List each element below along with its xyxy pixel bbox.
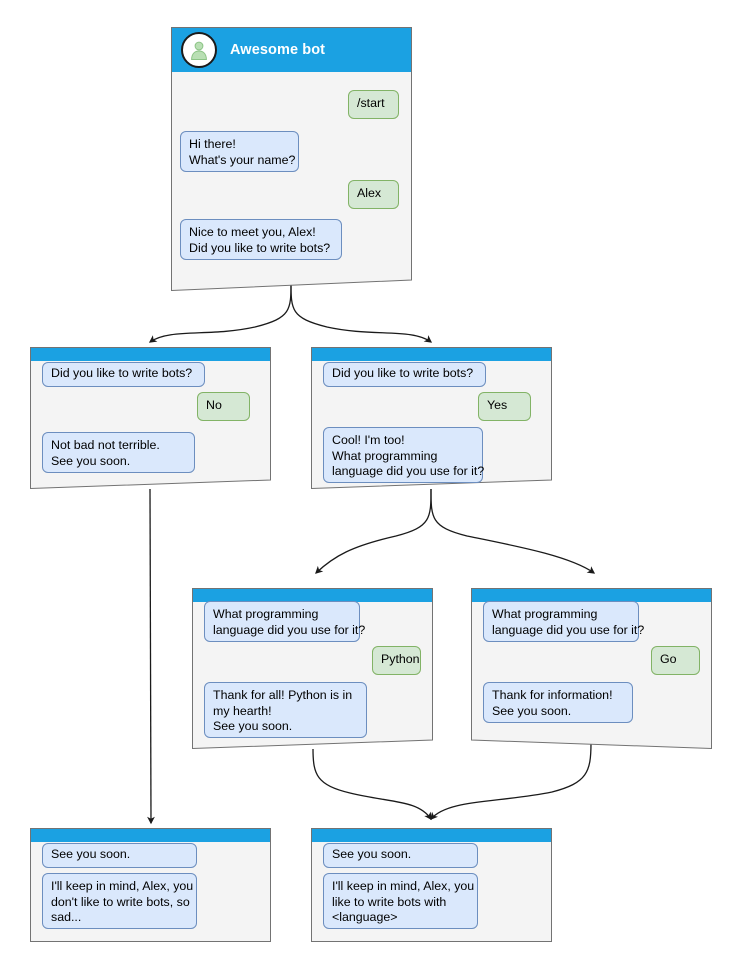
message-bubble-bot: See you soon. <box>42 843 197 868</box>
bot-title: Awesome bot <box>230 42 326 58</box>
message-bubble-user: /start <box>348 90 399 119</box>
person-avatar-icon <box>181 32 217 68</box>
node-titlebar <box>193 589 432 602</box>
message-bubble-bot: See you soon. <box>323 843 478 868</box>
message-bubble-bot: What programming language did you use fo… <box>204 601 365 642</box>
node-titlebar <box>31 829 270 842</box>
node-titlebar <box>312 348 551 361</box>
node-titlebar <box>472 589 711 602</box>
edge-root-to-no <box>148 281 292 343</box>
edge-go-to-end-happy <box>430 742 592 820</box>
message-bubble-bot: Did you like to write bots? <box>42 362 205 387</box>
node-root[interactable]: Awesome bot /start Hi there! What's your… <box>171 27 412 291</box>
message-bubble-bot: Hi there! What's your name? <box>180 131 299 172</box>
message-bubble-bot: I'll keep in mind, Alex, you don't like … <box>42 873 197 929</box>
message-bubble-user: Alex <box>348 180 399 209</box>
message-bubble-user: Yes <box>478 392 531 421</box>
message-bubble-bot: What programming language did you use fo… <box>483 601 644 642</box>
node-end-sad[interactable]: See you soon. I'll keep in mind, Alex, y… <box>30 828 271 942</box>
message-bubble-bot: Cool! I'm too! What programming language… <box>323 427 484 483</box>
message-bubble-bot: Thank for information! See you soon. <box>483 682 633 723</box>
edge-yes-to-go <box>430 488 596 574</box>
node-titlebar <box>312 829 551 842</box>
message-bubble-bot: Thank for all! Python is in my hearth! S… <box>204 682 367 738</box>
node-end-happy[interactable]: See you soon. I'll keep in mind, Alex, y… <box>311 828 552 942</box>
node-go-branch[interactable]: What programming language did you use fo… <box>471 588 712 749</box>
message-bubble-user: Python <box>372 646 421 675</box>
message-bubble-bot: Not bad not terrible. See you soon. <box>42 432 195 473</box>
edge-no-to-end-sad <box>147 488 155 825</box>
message-bubble-user: Go <box>651 646 700 675</box>
node-no-branch[interactable]: Did you like to write bots? No Not bad n… <box>30 347 271 489</box>
root-titlebar: Awesome bot <box>172 28 411 72</box>
edge-root-to-yes <box>290 281 433 343</box>
node-yes-branch[interactable]: Did you like to write bots? Yes Cool! I'… <box>311 347 552 489</box>
message-bubble-bot: Nice to meet you, Alex! Did you like to … <box>180 219 342 260</box>
node-python-branch[interactable]: What programming language did you use fo… <box>192 588 433 749</box>
edge-python-to-end-happy <box>312 748 432 821</box>
node-titlebar <box>31 348 270 361</box>
edge-yes-to-python <box>315 488 432 574</box>
message-bubble-bot: Did you like to write bots? <box>323 362 486 387</box>
message-bubble-bot: I'll keep in mind, Alex, you like to wri… <box>323 873 478 929</box>
message-bubble-user: No <box>197 392 250 421</box>
